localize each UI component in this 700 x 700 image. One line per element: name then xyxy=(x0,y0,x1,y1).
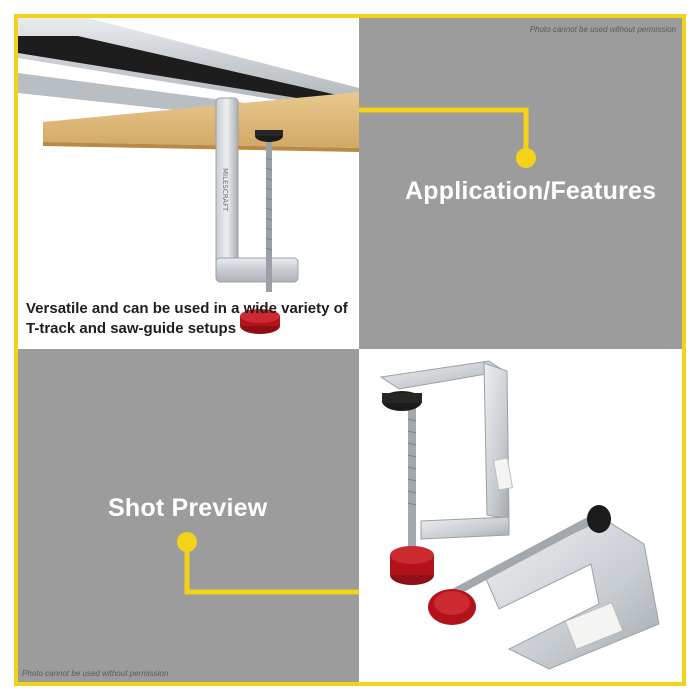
clamp-2-screw xyxy=(446,516,592,600)
frame-border-left xyxy=(14,14,18,686)
svg-text:MILESCRAFT: MILESCRAFT xyxy=(221,168,229,212)
clamp-foot xyxy=(215,257,299,283)
shot-preview-title: Shot Preview xyxy=(108,494,268,522)
frame-border-top xyxy=(14,14,686,18)
feature-caption: Versatile and can be used in a wide vari… xyxy=(26,299,348,339)
feature-caption-line-2: T-track and saw-guide setups xyxy=(26,320,237,337)
frame-border-right xyxy=(682,14,686,686)
shot-preview-panel: Shot Preview Photo cannot be used withou… xyxy=(18,349,359,682)
clamp-pair-photo-panel xyxy=(359,349,682,682)
clamp-2-pad xyxy=(587,505,611,533)
frame-border-bottom xyxy=(14,682,686,686)
clamp-application-photo-panel: MILESCRAFT Versatile and can be used in … xyxy=(18,18,359,349)
clamp-screw xyxy=(266,142,272,292)
clamp-under-rail-photo: MILESCRAFT xyxy=(18,18,359,334)
pair-of-clamps-photo xyxy=(379,360,660,670)
connector-line-bottom xyxy=(184,542,359,595)
application-features-panel: Photo cannot be used without permission … xyxy=(359,18,682,349)
connector-dot-top xyxy=(516,148,536,168)
clamp-1-foot xyxy=(420,516,510,540)
application-features-title: Application/Features xyxy=(405,177,657,205)
connector-line-top xyxy=(359,107,529,158)
permission-notice-bottom: Photo cannot be used without permission xyxy=(22,669,169,678)
feature-caption-line-1: Versatile and can be used in a wide vari… xyxy=(26,300,348,317)
clamp-1-screw xyxy=(408,407,416,547)
connector-dot-bottom xyxy=(177,532,197,552)
permission-notice-top: Photo cannot be used without permission xyxy=(529,25,676,34)
rail-rubber-strip xyxy=(18,36,359,108)
